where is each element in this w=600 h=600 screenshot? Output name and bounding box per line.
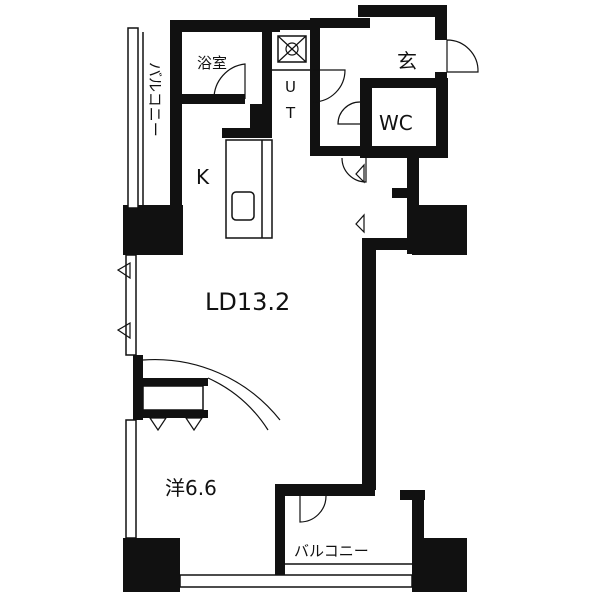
wall-balcony-left bbox=[275, 484, 285, 580]
wall-top-ut bbox=[270, 20, 320, 30]
wall-wc-right bbox=[436, 78, 448, 158]
wall-bath-right bbox=[262, 28, 272, 138]
door-entrance bbox=[446, 39, 479, 73]
wall-wc-bottom bbox=[360, 146, 448, 158]
column-mid-right bbox=[412, 205, 467, 255]
label-entrance: 玄 bbox=[397, 49, 417, 73]
label-bath: 浴室 bbox=[197, 54, 227, 72]
door-hall-small-2 bbox=[355, 213, 365, 234]
label-balcony-side: バルコニー bbox=[146, 62, 164, 137]
door-wc bbox=[337, 101, 361, 125]
structural-walls bbox=[123, 5, 467, 592]
wall-ld-right-top bbox=[362, 238, 412, 250]
window-bottom bbox=[179, 574, 413, 588]
window-ld-left bbox=[125, 254, 137, 356]
wall-corridor-top bbox=[310, 146, 370, 156]
wall-right-entrance bbox=[435, 5, 447, 40]
wall-top-bath bbox=[170, 20, 280, 32]
wall-ut-small bbox=[250, 104, 262, 128]
wall-bath-bottom bbox=[170, 94, 245, 104]
door-ut bbox=[312, 69, 346, 103]
door-western-b bbox=[184, 417, 204, 432]
pan-cross-b bbox=[277, 35, 307, 63]
column-bottom-right bbox=[412, 538, 467, 592]
label-balcony-bottom: バルコニー bbox=[294, 542, 369, 560]
wall-balcony-stub bbox=[400, 490, 425, 500]
wall-ld-right bbox=[362, 238, 376, 490]
windows bbox=[125, 27, 419, 588]
door-western-a bbox=[148, 417, 168, 432]
ut-area bbox=[272, 35, 310, 71]
door-bath bbox=[213, 63, 246, 100]
label-wc: WC bbox=[379, 111, 413, 135]
window-balcony-side bbox=[127, 27, 139, 209]
column-bottom-left bbox=[123, 538, 180, 592]
door-hall bbox=[341, 157, 367, 183]
wall-entrance-bottom bbox=[360, 78, 447, 88]
door-ld-left-a bbox=[116, 261, 131, 280]
wall-corridor-right bbox=[407, 146, 419, 254]
wall-partition-left bbox=[133, 355, 143, 420]
room-labels: 浴室 バルコニー U T 玄 WC K LD13.2 洋6.6 バルコニー bbox=[146, 49, 417, 560]
label-western: 洋6.6 bbox=[165, 476, 217, 500]
partition-closet bbox=[142, 385, 204, 411]
wall-corridor-stub bbox=[392, 188, 417, 198]
door-ld-left-b bbox=[116, 321, 131, 340]
label-ut-u: U bbox=[285, 78, 296, 96]
door-hall-small bbox=[355, 163, 365, 184]
wall-wc-left bbox=[360, 78, 372, 158]
wall-ut-right bbox=[310, 20, 320, 150]
pan-drain bbox=[285, 42, 299, 56]
sink bbox=[231, 191, 255, 221]
label-kitchen: K bbox=[196, 165, 210, 189]
wall-top-entrance bbox=[358, 5, 446, 17]
label-ut-t: T bbox=[285, 104, 296, 122]
wall-balcony-top bbox=[275, 484, 375, 496]
doors bbox=[116, 39, 479, 523]
kitchen-counter bbox=[225, 139, 273, 239]
door-partition-arc bbox=[142, 358, 281, 421]
window-western-left bbox=[125, 419, 137, 539]
wall-partition-top bbox=[133, 378, 208, 386]
wall-partition-bottom bbox=[133, 410, 208, 418]
counter bbox=[225, 139, 273, 239]
wall-bath-left bbox=[170, 20, 182, 218]
wall-step-entrance bbox=[310, 18, 370, 28]
label-living: LD13.2 bbox=[205, 288, 290, 316]
wall-k-top bbox=[222, 128, 272, 138]
door-partition-arc-inner bbox=[207, 377, 269, 431]
door-balcony-bottom bbox=[299, 495, 327, 523]
